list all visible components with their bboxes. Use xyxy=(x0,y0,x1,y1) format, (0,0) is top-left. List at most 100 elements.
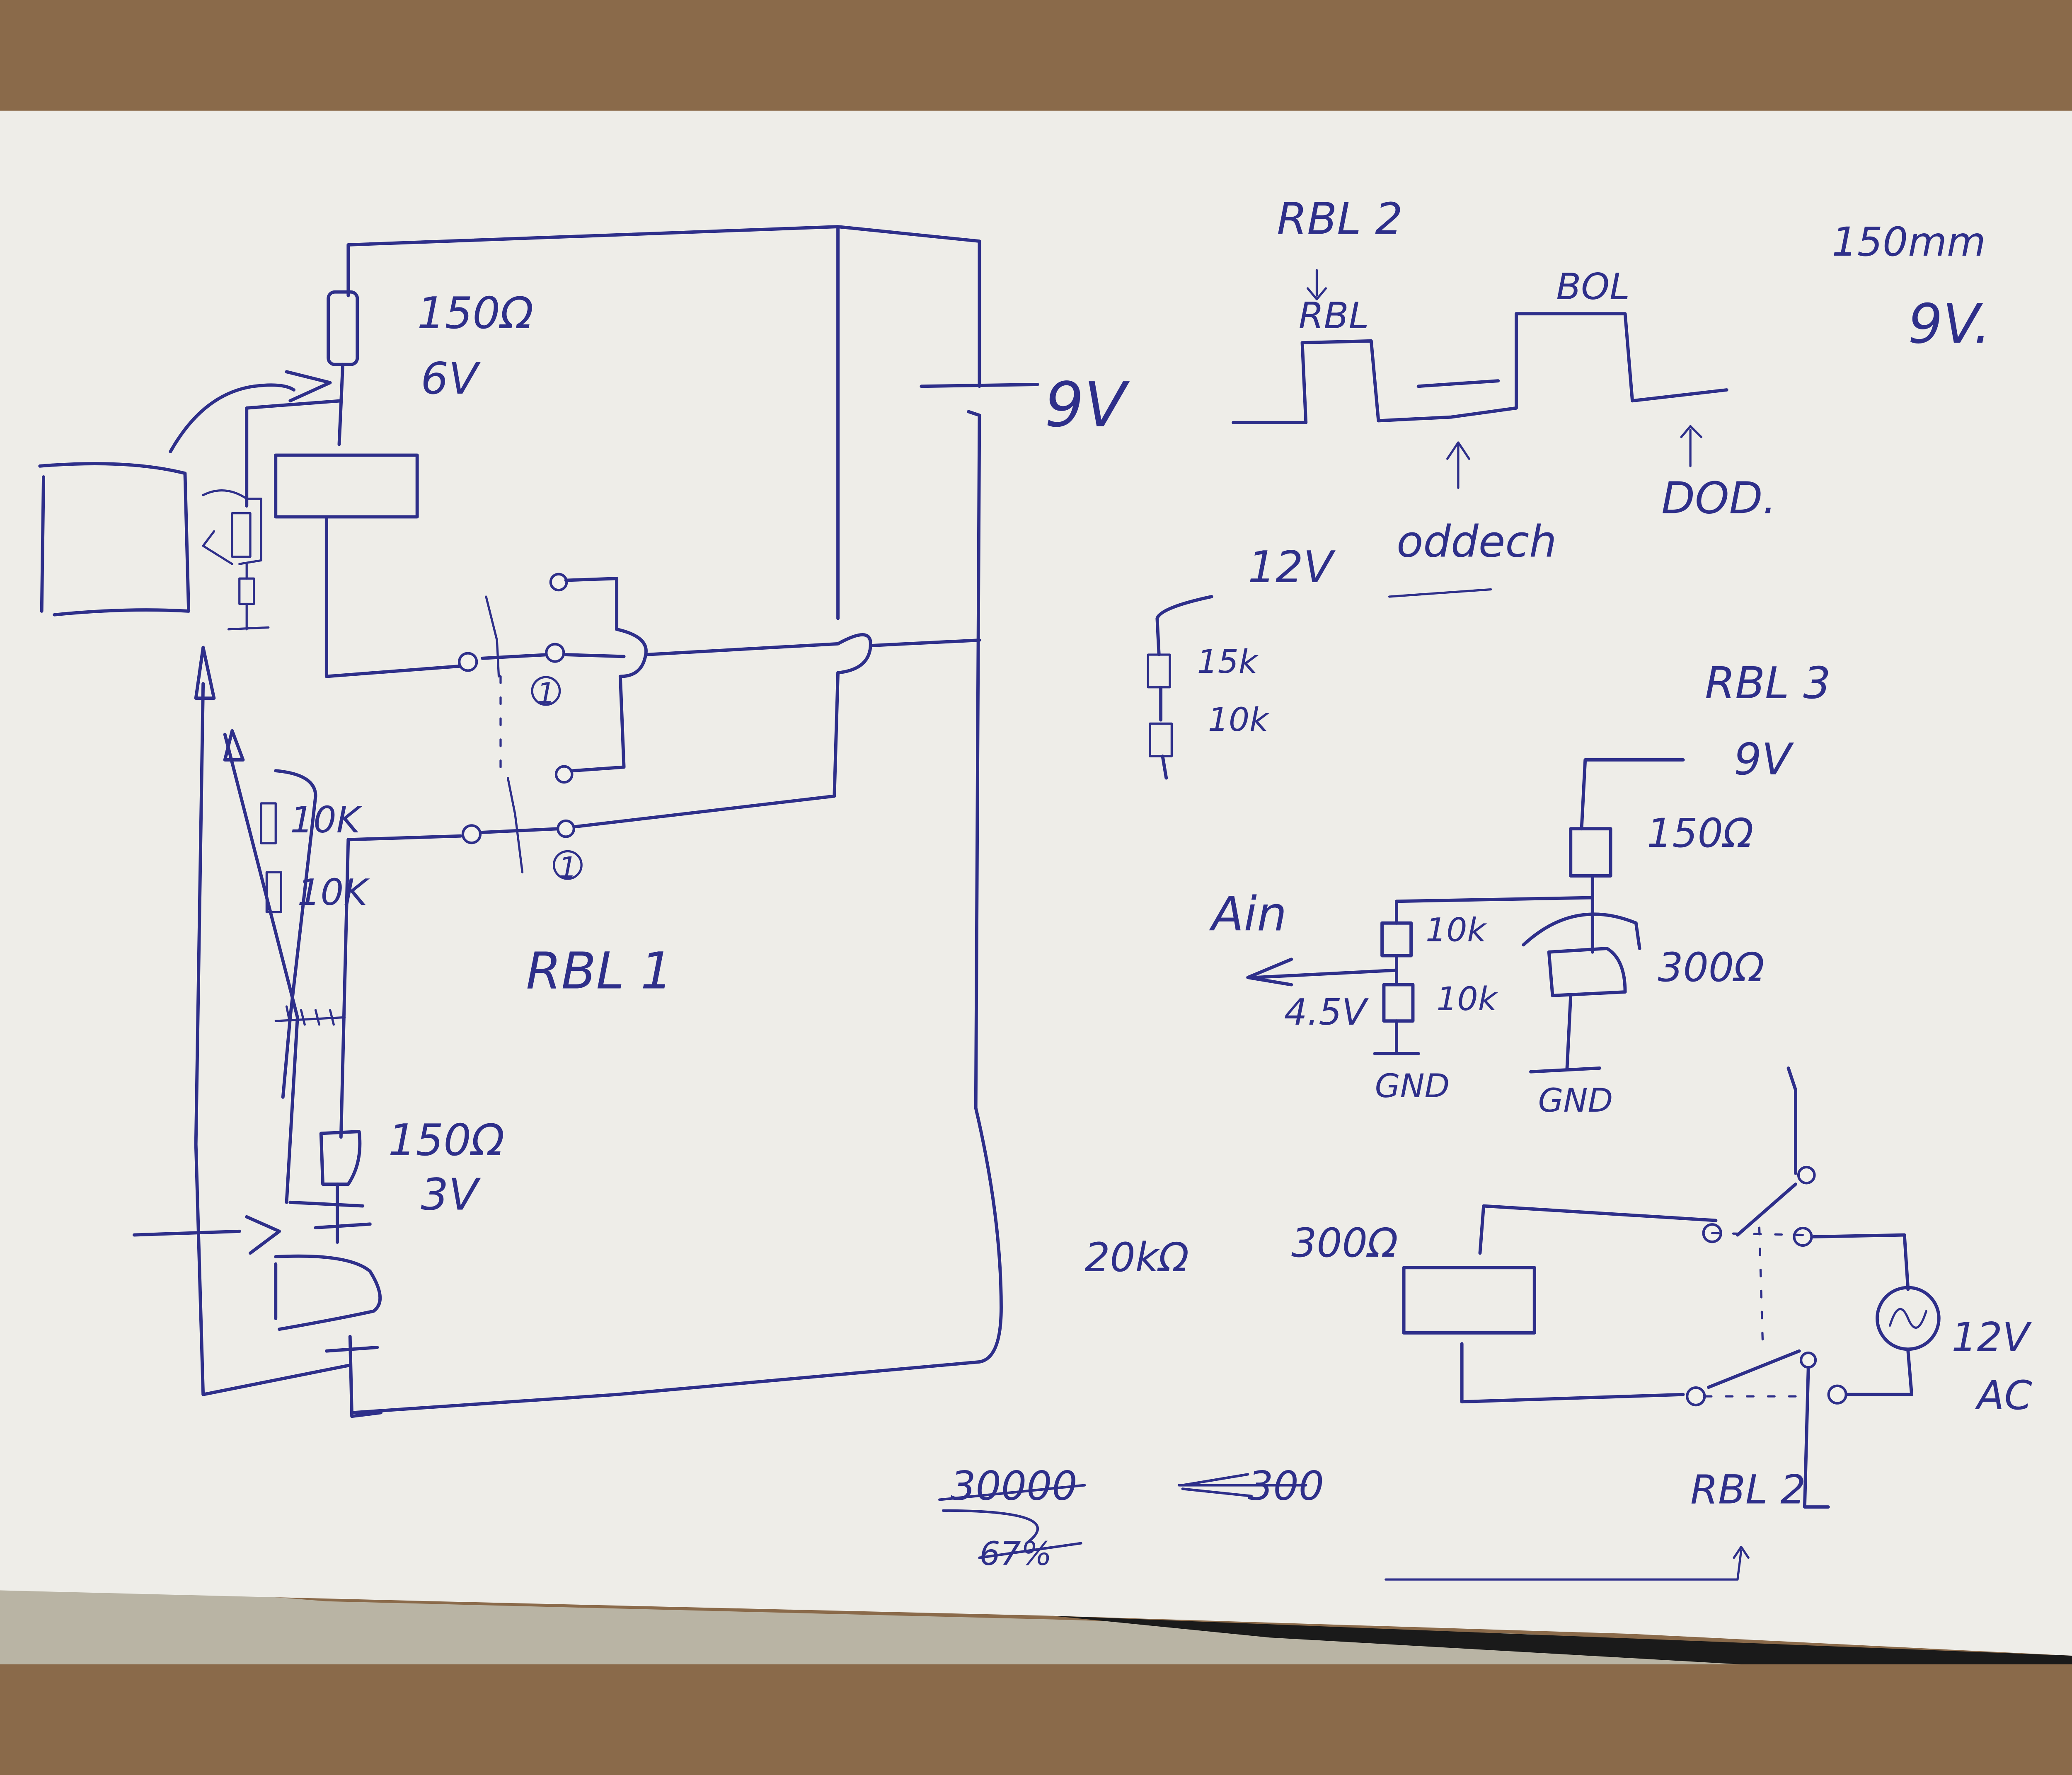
arrow-up-icon xyxy=(1680,425,1703,467)
waveform-mid-segment xyxy=(1416,379,1500,388)
relay3-circuit: RBL 3 9V 150Ω 300Ω GND 10k 10k GND Ain 4… xyxy=(1209,658,1831,1120)
ac-sine-icon xyxy=(1888,1308,1927,1329)
note-length: 150mm xyxy=(1832,219,1986,265)
wire-led-bottom xyxy=(288,1183,372,1244)
wire-led-top xyxy=(337,363,345,446)
bottom-sensor xyxy=(274,1254,382,1331)
crossed-note-left: 30000 xyxy=(950,1463,1077,1509)
contact-marker-1: 1 xyxy=(537,677,556,711)
divider-hatching xyxy=(274,1005,346,1026)
wire-sensor-link xyxy=(245,399,343,508)
relay2-switch-arm-top xyxy=(1736,1066,1797,1237)
relay2-coil-bottom-wire xyxy=(1460,1342,1685,1404)
resistor-top-voltage: 6V xyxy=(421,353,481,404)
relay3-divider-resistor-2 xyxy=(1382,983,1415,1023)
divider-resistor-1-value: 10K xyxy=(290,799,363,841)
contact-marker-1: 1 xyxy=(559,851,577,885)
relay1-terminal xyxy=(549,573,568,592)
paper-sheet xyxy=(0,111,2072,1656)
wire-divider-left xyxy=(223,733,299,1204)
relay2-circuit: 20kΩ 300Ω 12V AC RBL 2 xyxy=(1084,1066,2032,1581)
strike-left-sub xyxy=(978,1542,1082,1559)
relay2-coil xyxy=(1402,1266,1536,1335)
relay1-terminal xyxy=(554,765,574,784)
relay2-contact-link xyxy=(1704,1232,1804,1398)
arrow-up-outer-icon xyxy=(194,646,216,700)
relay3-ground-label-2: GND xyxy=(1538,1081,1613,1120)
wire-divider-right xyxy=(274,769,350,1139)
relay1-contact-wire-upper xyxy=(481,653,626,660)
relay2-terminal xyxy=(1800,1352,1817,1369)
divider-12v-supply: 12V xyxy=(1248,542,1336,592)
relay3-supply: 9V xyxy=(1734,734,1794,785)
relay3-divider-1-value: 10k xyxy=(1426,911,1487,949)
contact-marker-1-icon xyxy=(553,850,583,880)
relay3-divider-2-value: 10k xyxy=(1436,980,1498,1018)
arrow-into-led-icon xyxy=(169,370,332,453)
battery-9v-label: 9V xyxy=(1045,370,1130,441)
relay2-terminal xyxy=(1827,1384,1847,1405)
divider-resistor-2-value: 10K xyxy=(298,871,370,914)
ac-source-icon xyxy=(1875,1286,1941,1351)
note-voltage: 9V. xyxy=(1908,292,1991,355)
relay1-terminal xyxy=(557,819,575,838)
relay2-title: RBL 2 xyxy=(1690,1466,1806,1513)
relay3-series-resistor-value: 150Ω xyxy=(1647,810,1753,856)
relay2-terminal xyxy=(1686,1386,1706,1407)
relay2-coil-top-wire xyxy=(1478,1204,1718,1255)
pulse-label-1: RBL xyxy=(1299,295,1369,337)
relay3-coil-value: 300Ω xyxy=(1658,944,1764,991)
relay1-terminal xyxy=(545,643,565,663)
ac-source-type: AC xyxy=(1975,1372,2032,1419)
relay1-terminal xyxy=(461,824,482,844)
relay1-title: RBL 1 xyxy=(526,941,673,1000)
relay3-title: RBL 3 xyxy=(1705,658,1831,709)
strike-left xyxy=(938,1484,1086,1545)
divider-12v-resistor-2 xyxy=(1149,722,1173,757)
divider-12v-resistor-1-value: 15k xyxy=(1197,643,1259,681)
relay1-terminal xyxy=(458,652,478,672)
relay1-switch-arm xyxy=(485,595,500,678)
arrow-up-inner-icon xyxy=(223,729,245,762)
arrow-label-dod: DOD. xyxy=(1661,473,1777,524)
relay2-label-20k: 20kΩ xyxy=(1084,1234,1189,1281)
ac-source-voltage: 12V xyxy=(1951,1314,2032,1361)
divider-12v-resistor-2-value: 10k xyxy=(1208,701,1270,739)
relay2-switch-arm-bottom xyxy=(1706,1349,1830,1509)
resistor-bottom-value: 150Ω xyxy=(388,1115,505,1166)
divider-12v: 12V 15k 10k xyxy=(1147,542,1336,780)
waveform-title: RBL 2 xyxy=(1277,193,1403,244)
oddech-underline xyxy=(1388,588,1492,598)
ac-source-wire xyxy=(1812,1233,1914,1396)
waveform-signal xyxy=(1232,312,1728,424)
waveform-panel: RBL 2 RBL BOL oddech DOD. xyxy=(1232,193,1777,598)
paper-curl-shadow xyxy=(1052,1615,2072,1664)
divider-resistor-1 xyxy=(260,802,277,844)
relay1-coil xyxy=(274,453,419,519)
pulse-label-2: BOL xyxy=(1556,266,1630,308)
relay3-coil xyxy=(1547,947,1627,997)
relay2-label-300: 300Ω xyxy=(1291,1220,1398,1266)
relay2-terminal xyxy=(1797,1166,1816,1185)
arrow-down-icon xyxy=(1307,269,1327,300)
wire-horizontal-main xyxy=(644,633,981,675)
contact-marker-1-icon xyxy=(531,676,561,706)
relay1-switch-arm xyxy=(506,777,524,873)
relay3-output-arrow-icon xyxy=(1246,958,1399,987)
battery-9v-plate-long xyxy=(920,382,1039,388)
resistor-bottom-150 xyxy=(319,1130,362,1186)
sensor-ground-icon xyxy=(227,563,270,631)
relay1-contact-wire-lower xyxy=(346,671,840,842)
relay3-output-label: Ain xyxy=(1209,886,1287,941)
sensor-housing xyxy=(38,462,191,617)
divider-resistor-2 xyxy=(265,871,283,914)
relay3-series-resistor xyxy=(1569,827,1612,878)
divider-12v-wire xyxy=(1155,595,1213,780)
relay2-mechanical-link xyxy=(1758,1226,1764,1352)
sensor-connector xyxy=(202,489,262,565)
arrow-up-icon xyxy=(1446,441,1470,489)
relay3-supply-wire xyxy=(1580,758,1685,831)
divider-12v-resistor-1 xyxy=(1147,653,1171,689)
relay1-circuit: 9V 150Ω 6V 1 1 xyxy=(38,225,1130,1418)
